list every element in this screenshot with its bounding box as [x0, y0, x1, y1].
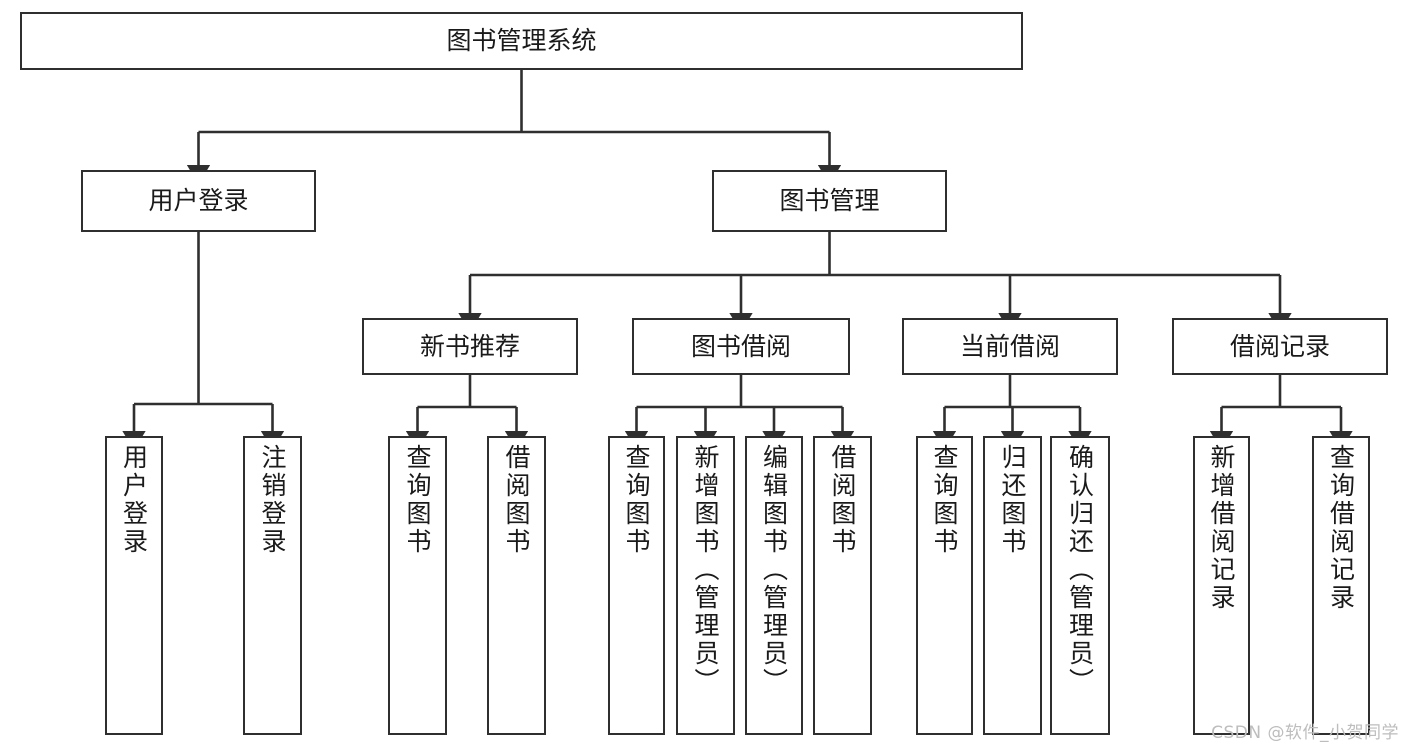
node-leaf-8-label: 借阅图书 — [828, 444, 857, 556]
node-l2-2-label: 图书管理 — [779, 186, 880, 216]
node-l2-1[interactable]: 用户登录 — [81, 170, 316, 232]
node-l3-2[interactable]: 图书借阅 — [632, 318, 850, 375]
node-l3-4[interactable]: 借阅记录 — [1172, 318, 1388, 375]
node-leaf-1[interactable]: 用户登录 — [105, 436, 163, 735]
node-leaf-2[interactable]: 注销登录 — [243, 436, 302, 735]
node-leaf-13[interactable]: 查询借阅记录 — [1312, 436, 1370, 735]
node-l3-4-label: 借阅记录 — [1229, 331, 1330, 361]
node-leaf-8[interactable]: 借阅图书 — [813, 436, 872, 735]
node-l3-1[interactable]: 新书推荐 — [362, 318, 578, 375]
watermark: CSDN @软件_小贺同学 — [1211, 723, 1399, 743]
node-leaf-9-label: 查询图书 — [930, 444, 959, 556]
node-leaf-11-label: 确认归还（管理员） — [1065, 444, 1095, 696]
node-leaf-12[interactable]: 新增借阅记录 — [1193, 436, 1250, 735]
node-leaf-5[interactable]: 查询图书 — [608, 436, 665, 735]
node-leaf-11[interactable]: 确认归还（管理员） — [1050, 436, 1110, 735]
node-leaf-12-label: 新增借阅记录 — [1207, 444, 1236, 612]
node-leaf-10[interactable]: 归还图书 — [983, 436, 1042, 735]
node-leaf-5-label: 查询图书 — [622, 444, 651, 556]
node-l3-3[interactable]: 当前借阅 — [902, 318, 1118, 375]
node-leaf-3-label: 查询图书 — [403, 444, 432, 556]
node-leaf-3[interactable]: 查询图书 — [388, 436, 447, 735]
node-leaf-4[interactable]: 借阅图书 — [487, 436, 546, 735]
node-leaf-10-label: 归还图书 — [998, 444, 1027, 556]
node-l2-2[interactable]: 图书管理 — [712, 170, 947, 232]
node-leaf-9[interactable]: 查询图书 — [916, 436, 973, 735]
node-root-system[interactable]: 图书管理系统 — [20, 12, 1023, 70]
node-leaf-7-label: 编辑图书（管理员） — [759, 444, 789, 696]
node-l3-3-label: 当前借阅 — [959, 331, 1060, 361]
node-root-system-label: 图书管理系统 — [446, 26, 597, 56]
node-leaf-4-label: 借阅图书 — [502, 444, 531, 556]
node-leaf-6[interactable]: 新增图书（管理员） — [676, 436, 735, 735]
node-l2-1-label: 用户登录 — [148, 186, 249, 216]
node-l3-2-label: 图书借阅 — [690, 331, 791, 361]
node-leaf-7[interactable]: 编辑图书（管理员） — [745, 436, 803, 735]
node-leaf-1-label: 用户登录 — [119, 444, 149, 556]
node-leaf-6-label: 新增图书（管理员） — [691, 444, 720, 696]
node-l3-1-label: 新书推荐 — [419, 331, 520, 361]
node-leaf-2-label: 注销登录 — [258, 444, 287, 556]
node-leaf-13-label: 查询借阅记录 — [1326, 444, 1356, 612]
